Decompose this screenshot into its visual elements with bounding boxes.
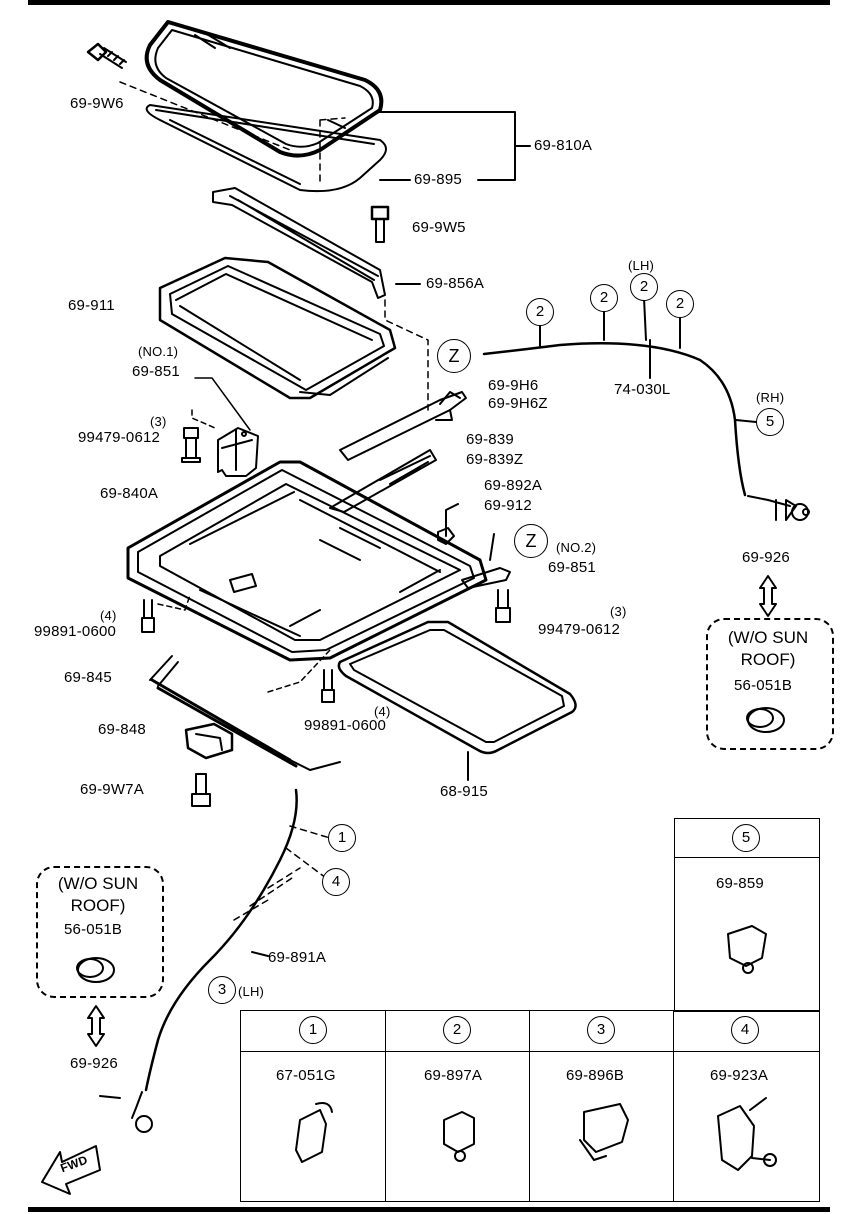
clip-1-part: 67-051G xyxy=(276,1067,336,1084)
callout-69-839: 69-839 xyxy=(466,431,514,448)
callout-69-810a: 69-810A xyxy=(534,137,593,154)
option-right-line1: (W/O SUN xyxy=(727,628,809,647)
callout-74-030l: 74-030L xyxy=(614,381,671,398)
clip-2-number: 2 xyxy=(443,1016,471,1044)
callout-68-915: 68-915 xyxy=(440,783,488,800)
clip-69897a-art xyxy=(443,1111,475,1162)
callout-69-851-no2: 69-851 xyxy=(548,559,596,576)
clip-2-part: 69-897A xyxy=(424,1067,483,1084)
option-left-line1: (W/O SUN xyxy=(57,874,139,893)
screw-99891-left-art xyxy=(141,599,155,633)
option-box-right xyxy=(706,618,834,750)
marker-3: 3 xyxy=(208,976,236,1004)
callout-69-839z: 69-839Z xyxy=(466,451,524,468)
bolt-9w7a-art xyxy=(191,773,211,807)
callout-no1: (NO.1) xyxy=(138,344,179,359)
callout-69-926-left: 69-926 xyxy=(70,1055,118,1072)
callout-69-9h6: 69-9H6 xyxy=(488,377,539,394)
callout-rh: (RH) xyxy=(756,390,785,405)
marker-2-c: 2 xyxy=(630,273,658,301)
bottom-rule xyxy=(28,1207,830,1212)
callout-qty-4-left: (4) xyxy=(100,608,117,623)
option-right-line2: ROOF) xyxy=(740,650,796,669)
marker-5: 5 xyxy=(756,408,784,436)
clip-table xyxy=(240,1010,820,1202)
clip-69896b-art xyxy=(579,1103,629,1161)
callout-69-912: 69-912 xyxy=(484,497,532,514)
callout-69-856a: 69-856A xyxy=(426,275,485,292)
callout-lh-cable: (LH) xyxy=(238,984,265,999)
callout-69-851-no1: 69-851 xyxy=(132,363,180,380)
screw-99479-right-art xyxy=(495,589,511,623)
callout-qty-4-lower: (4) xyxy=(374,704,391,719)
drive-cable-left-art xyxy=(99,788,331,1133)
callout-no2: (NO.2) xyxy=(556,540,597,555)
callout-69-926-right: 69-926 xyxy=(742,549,790,566)
clip-67051g-art xyxy=(295,1102,333,1163)
callout-69-840a: 69-840A xyxy=(100,485,159,502)
clip-4-number: 4 xyxy=(731,1016,759,1044)
clip-5-number: 5 xyxy=(732,824,760,852)
clip-1-number: 1 xyxy=(299,1016,327,1044)
callout-69-9h6z: 69-9H6Z xyxy=(488,395,548,412)
callout-qty-3-left: (3) xyxy=(150,414,167,429)
fwd-arrow-art xyxy=(41,1145,101,1195)
screw-99891-lower-art xyxy=(321,669,335,703)
option-right-part: 56-051B xyxy=(734,677,793,694)
callout-69-848: 69-848 xyxy=(98,721,146,738)
glass-panel-art xyxy=(144,20,387,193)
marker-z-right: Z xyxy=(514,524,548,558)
clip-69923a-art xyxy=(717,1097,777,1171)
top-rule xyxy=(28,0,830,5)
callout-69-911: 69-911 xyxy=(68,297,115,314)
callout-lh-top: (LH) xyxy=(628,258,655,273)
option-box-left xyxy=(36,866,164,998)
marker-1: 1 xyxy=(328,824,356,852)
callout-69-892a: 69-892A xyxy=(484,477,543,494)
sunshade-art xyxy=(158,256,397,400)
seal-68915-art xyxy=(337,620,577,755)
marker-z-left: Z xyxy=(437,339,471,373)
marker-2-a: 2 xyxy=(526,298,554,326)
callout-99479-0612-left: 99479-0612 xyxy=(78,429,161,446)
double-arrow-left-art xyxy=(87,1005,105,1047)
callout-69-9w5: 69-9W5 xyxy=(412,219,466,236)
drive-cable-right-art xyxy=(482,297,810,521)
clip-69859-art xyxy=(727,925,767,974)
marker-4: 4 xyxy=(322,868,350,896)
clip-5-part: 69-859 xyxy=(716,875,764,892)
callout-69-9w7a: 69-9W7A xyxy=(80,781,144,798)
bolt-9w6-art xyxy=(86,42,127,69)
motor-848-art xyxy=(184,722,234,760)
clip-5-cell xyxy=(674,818,820,1012)
option-left-line2: ROOF) xyxy=(70,896,126,915)
callout-99891-0600-lower: 99891-0600 xyxy=(304,717,387,734)
plug-right-art xyxy=(746,707,785,733)
clip-4-part: 69-923A xyxy=(710,1067,769,1084)
bolt-9w5-art xyxy=(370,205,390,243)
option-left-part: 56-051B xyxy=(64,921,123,938)
callout-qty-3-right: (3) xyxy=(610,604,627,619)
marker-2-b: 2 xyxy=(590,284,618,312)
clip-3-number: 3 xyxy=(587,1016,615,1044)
marker-2-d: 2 xyxy=(666,290,694,318)
callout-69-9w6: 69-9W6 xyxy=(70,95,124,112)
bracket-no2-art xyxy=(461,533,511,589)
callout-99479-0612-right: 99479-0612 xyxy=(538,621,621,638)
bracket-no1-art xyxy=(217,427,259,477)
bolt-99479-left-art xyxy=(181,427,201,463)
plug-left-art xyxy=(76,957,115,983)
clip-3-part: 69-896B xyxy=(566,1067,625,1084)
callout-69-845: 69-845 xyxy=(64,669,112,686)
rail-9h6-art xyxy=(339,391,467,461)
callout-99891-0600-left: 99891-0600 xyxy=(34,623,117,640)
callout-69-895: 69-895 xyxy=(414,171,462,188)
callout-69-891a: 69-891A xyxy=(268,949,327,966)
deflector-art xyxy=(212,187,386,299)
double-arrow-right-art xyxy=(759,575,777,617)
frame-840a-art xyxy=(126,460,488,662)
drain-hose-art xyxy=(149,655,341,771)
